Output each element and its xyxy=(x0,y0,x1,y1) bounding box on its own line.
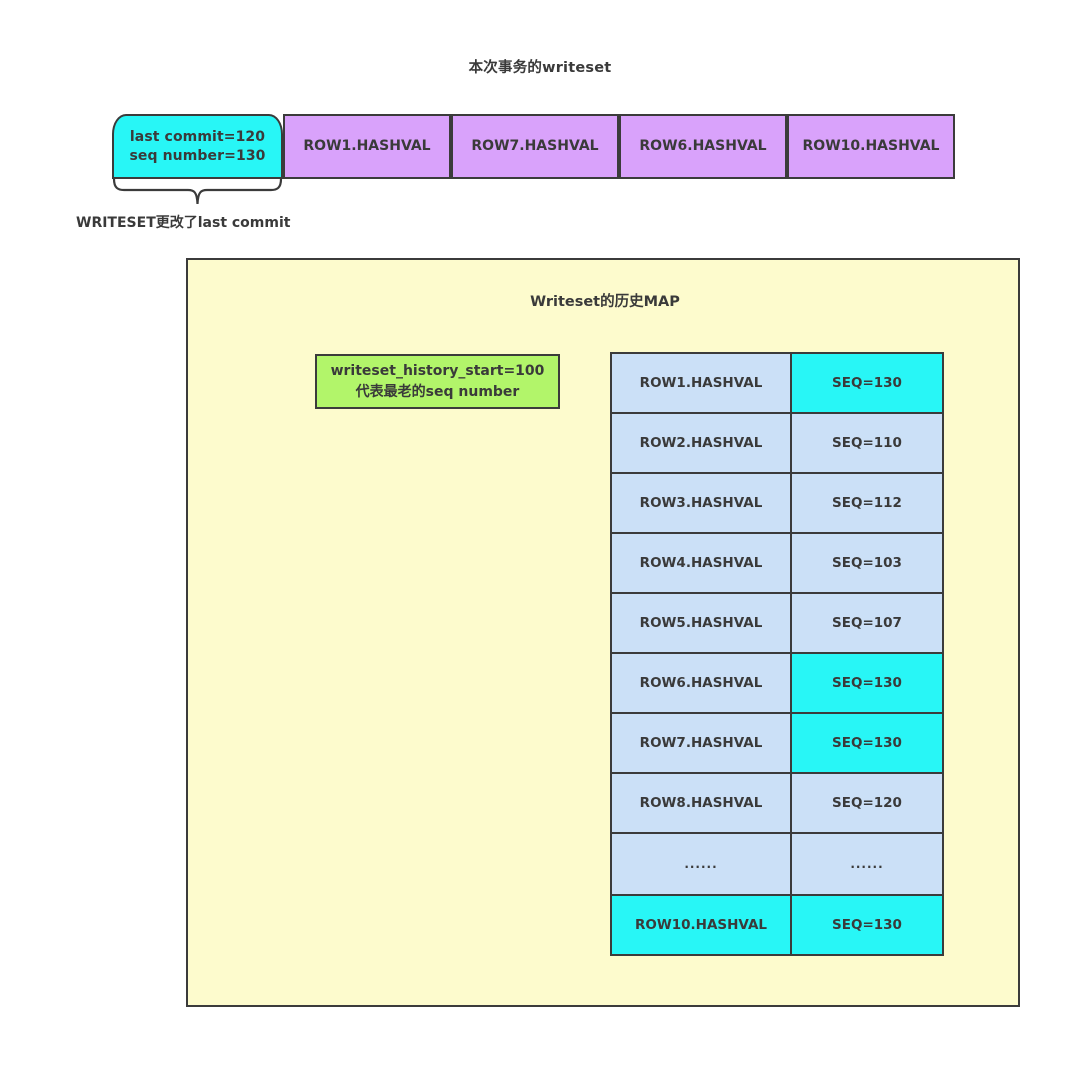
table-row: ROW3.HASHVAL SEQ=112 xyxy=(610,472,944,534)
writeset-cell-row10: ROW10.HASHVAL xyxy=(787,114,955,179)
writeset-map-table: ROW1.HASHVAL SEQ=130 ROW2.HASHVAL SEQ=11… xyxy=(610,352,944,956)
writeset-header-cell: last commit=120 seq number=130 xyxy=(112,114,283,179)
history-map-title: Writeset的历史MAP xyxy=(530,294,680,310)
brace-caption: WRITESET更改了last commit xyxy=(76,215,291,231)
map-seq-cell: SEQ=107 xyxy=(790,592,944,654)
table-row: ROW4.HASHVAL SEQ=103 xyxy=(610,532,944,594)
map-hash-cell: ROW3.HASHVAL xyxy=(610,472,792,534)
table-row: ROW2.HASHVAL SEQ=110 xyxy=(610,412,944,474)
writeset-cell-row1: ROW1.HASHVAL xyxy=(283,114,451,179)
writeset-cell-row6: ROW6.HASHVAL xyxy=(619,114,787,179)
history-start-line2: 代表最老的seq number xyxy=(355,383,520,400)
table-row: ROW6.HASHVAL SEQ=130 xyxy=(610,652,944,714)
history-start-line1: writeset_history_start=100 xyxy=(330,363,545,380)
map-seq-cell: SEQ=130 xyxy=(790,352,944,414)
map-hash-cell: ROW5.HASHVAL xyxy=(610,592,792,654)
map-hash-cell: ROW4.HASHVAL xyxy=(610,532,792,594)
table-row: ...... ...... xyxy=(610,832,944,896)
writeset-cell-row7: ROW7.HASHVAL xyxy=(451,114,619,179)
map-hash-cell: ROW7.HASHVAL xyxy=(610,712,792,774)
map-seq-cell: SEQ=130 xyxy=(790,894,944,956)
map-seq-cell: SEQ=112 xyxy=(790,472,944,534)
map-seq-cell: SEQ=130 xyxy=(790,652,944,714)
writeset-history-start-note: writeset_history_start=100 代表最老的seq numb… xyxy=(315,354,560,409)
map-hash-cell: ROW6.HASHVAL xyxy=(610,652,792,714)
map-hash-cell: ROW10.HASHVAL xyxy=(610,894,792,956)
page-title: 本次事务的writeset xyxy=(468,60,612,76)
map-seq-cell: SEQ=120 xyxy=(790,772,944,834)
map-seq-cell: SEQ=103 xyxy=(790,532,944,594)
map-seq-cell: SEQ=110 xyxy=(790,412,944,474)
map-hash-cell: ROW1.HASHVAL xyxy=(610,352,792,414)
map-seq-cell: SEQ=130 xyxy=(790,712,944,774)
table-row: ROW7.HASHVAL SEQ=130 xyxy=(610,712,944,774)
map-hash-cell: ROW2.HASHVAL xyxy=(610,412,792,474)
history-map-panel: Writeset的历史MAP writeset_history_start=10… xyxy=(186,258,1020,1007)
table-row: ROW1.HASHVAL SEQ=130 xyxy=(610,352,944,414)
table-row: ROW10.HASHVAL SEQ=130 xyxy=(610,894,944,956)
map-hash-cell: ...... xyxy=(610,832,792,896)
table-row: ROW5.HASHVAL SEQ=107 xyxy=(610,592,944,654)
map-seq-cell: ...... xyxy=(790,832,944,896)
map-hash-cell: ROW8.HASHVAL xyxy=(610,772,792,834)
writeset-strip: last commit=120 seq number=130 ROW1.HASH… xyxy=(112,114,955,179)
table-row: ROW8.HASHVAL SEQ=120 xyxy=(610,772,944,834)
curly-brace-icon xyxy=(112,178,283,205)
